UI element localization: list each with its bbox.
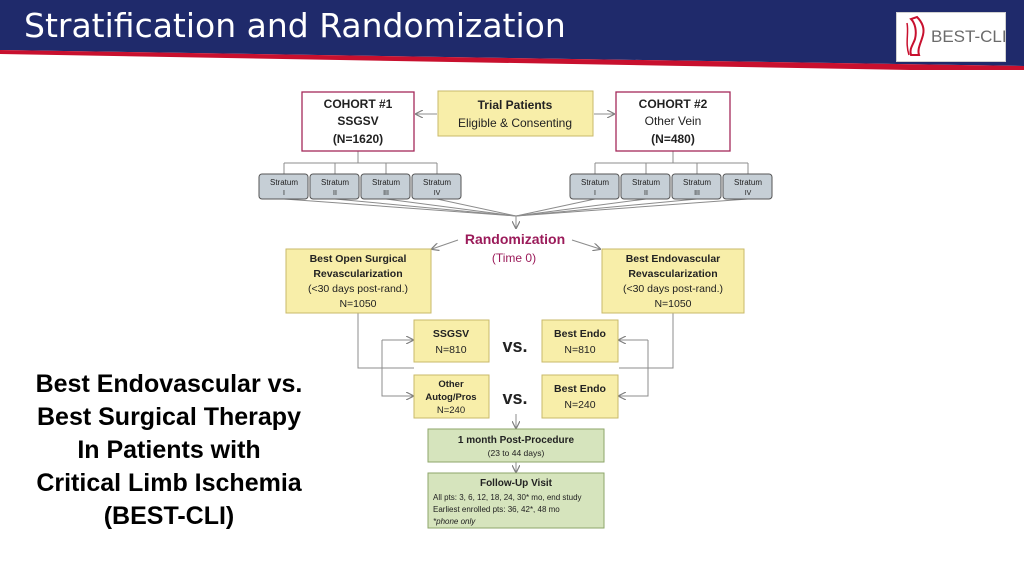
leg-silhouette-icon: [906, 15, 925, 56]
best-endo-240-box: Best Endo N=240: [541, 374, 619, 419]
description-line: Best Surgical Therapy: [37, 403, 301, 431]
cohort1-count: (N=1620): [333, 132, 383, 146]
endo1-label: Best Endo: [554, 328, 606, 340]
stratum-box: Stratum II: [309, 173, 360, 200]
cohort1-type: SSGSV: [337, 114, 378, 128]
stratum-number: IV: [434, 190, 441, 197]
endo-line1: Best Endovascular: [626, 253, 721, 265]
cohort1-label: COHORT #1: [324, 97, 393, 111]
stratum-box: Stratum IV: [722, 173, 773, 200]
endo1-count: N=810: [564, 344, 595, 356]
stratum-label: Stratum: [734, 178, 762, 187]
stratum-label: Stratum: [683, 178, 711, 187]
best-cli-logo: BEST-CLI: [896, 12, 1007, 62]
cohort2-count: (N=480): [651, 132, 695, 146]
stratum-label: Stratum: [372, 178, 400, 187]
endovascular-arm-box: Best Endovascular Revascularization (<30…: [601, 248, 745, 314]
surgical-window: (<30 days post-rand.): [308, 283, 408, 295]
cohort2-label: COHORT #2: [639, 97, 708, 111]
stratum-number: III: [383, 190, 389, 197]
description-line: (BEST-CLI): [103, 502, 235, 530]
post-procedure-title: 1 month Post-Procedure: [458, 435, 575, 446]
description-line: In Patients with: [77, 436, 261, 464]
strata-cohort2: Stratum I Stratum II Stratum III Stratum…: [569, 173, 773, 200]
description-line: Critical Limb Ischemia: [36, 469, 302, 497]
stratum-label: Stratum: [321, 178, 349, 187]
surgical-count: N=1050: [339, 298, 376, 310]
endo2-label: Best Endo: [554, 383, 606, 395]
stratum-label: Stratum: [581, 178, 609, 187]
cohort2-box: COHORT #2 Other Vein (N=480): [615, 91, 731, 152]
stratum-box: Stratum III: [671, 173, 722, 200]
stratum-box: Stratum I: [569, 173, 620, 200]
randomization-time: (Time 0): [492, 251, 536, 265]
strata-cohort1: Stratum I Stratum II Stratum III Stratum…: [258, 173, 462, 200]
study-description: Best Endovascular vs. Best Surgical Ther…: [6, 368, 332, 533]
follow-up-note: *phone only: [433, 517, 476, 526]
description-line: Best Endovascular vs.: [35, 370, 303, 398]
cohort2-type: Other Vein: [645, 114, 702, 128]
stratum-number: II: [333, 190, 337, 197]
stratum-box: Stratum II: [620, 173, 671, 200]
endo2-count: N=240: [564, 399, 595, 411]
follow-up-box: Follow-Up Visit All pts: 3, 6, 12, 18, 2…: [427, 472, 605, 529]
cohort1-box: COHORT #1 SSGSV (N=1620): [301, 91, 415, 152]
follow-up-earliest: Earliest enrolled pts: 36, 42*, 48 mo: [433, 505, 560, 514]
trial-title: Trial Patients: [478, 98, 553, 112]
stratum-label: Stratum: [423, 178, 451, 187]
ssgsv-box: SSGSV N=810: [413, 319, 490, 363]
trial-patients-box: Trial Patients Eligible & Consenting: [437, 90, 594, 137]
endo-window: (<30 days post-rand.): [623, 283, 723, 295]
stratum-box: Stratum III: [360, 173, 411, 200]
stratum-number: II: [644, 190, 648, 197]
surgical-arm-box: Best Open Surgical Revascularization (<3…: [285, 248, 432, 314]
randomization-title: Randomization: [465, 231, 565, 247]
vs-label: vs.: [502, 336, 527, 356]
title-bar: Stratification and Randomization BEST-CL…: [0, 0, 1024, 70]
page-title: Stratification and Randomization: [24, 6, 566, 45]
ssgsv-label: SSGSV: [433, 328, 469, 340]
surgical-line2: Revascularization: [313, 268, 402, 280]
stratum-box: Stratum I: [258, 173, 309, 200]
trial-subtitle: Eligible & Consenting: [458, 116, 572, 130]
vs-label: vs.: [502, 388, 527, 408]
post-procedure-box: 1 month Post-Procedure (23 to 44 days): [427, 428, 605, 463]
other-label1: Other: [438, 379, 464, 390]
stratum-label: Stratum: [632, 178, 660, 187]
other-autog-box: Other Autog/Pros N=240: [413, 374, 490, 419]
post-procedure-window: (23 to 44 days): [488, 448, 545, 458]
stratum-number: I: [283, 190, 285, 197]
other-label2: Autog/Pros: [425, 392, 476, 403]
stratum-number: III: [694, 190, 700, 197]
stratum-number: IV: [745, 190, 752, 197]
follow-up-title: Follow-Up Visit: [480, 478, 553, 489]
logo-text: BEST-CLI: [931, 27, 1007, 46]
title-bar-background: [0, 0, 1024, 70]
surgical-line1: Best Open Surgical: [310, 253, 407, 265]
randomization-label: Randomization (Time 0): [465, 231, 565, 265]
other-count: N=240: [437, 405, 465, 416]
follow-up-all-pts: All pts: 3, 6, 12, 18, 24, 30* mo, end s…: [433, 493, 582, 502]
stratum-box: Stratum IV: [411, 173, 462, 200]
best-endo-810-box: Best Endo N=810: [541, 319, 619, 363]
connector-lines: [283, 114, 749, 472]
ssgsv-count: N=810: [435, 344, 466, 356]
endo-line2: Revascularization: [628, 268, 717, 280]
endo-count: N=1050: [654, 298, 691, 310]
stratum-number: I: [594, 190, 596, 197]
stratum-label: Stratum: [270, 178, 298, 187]
